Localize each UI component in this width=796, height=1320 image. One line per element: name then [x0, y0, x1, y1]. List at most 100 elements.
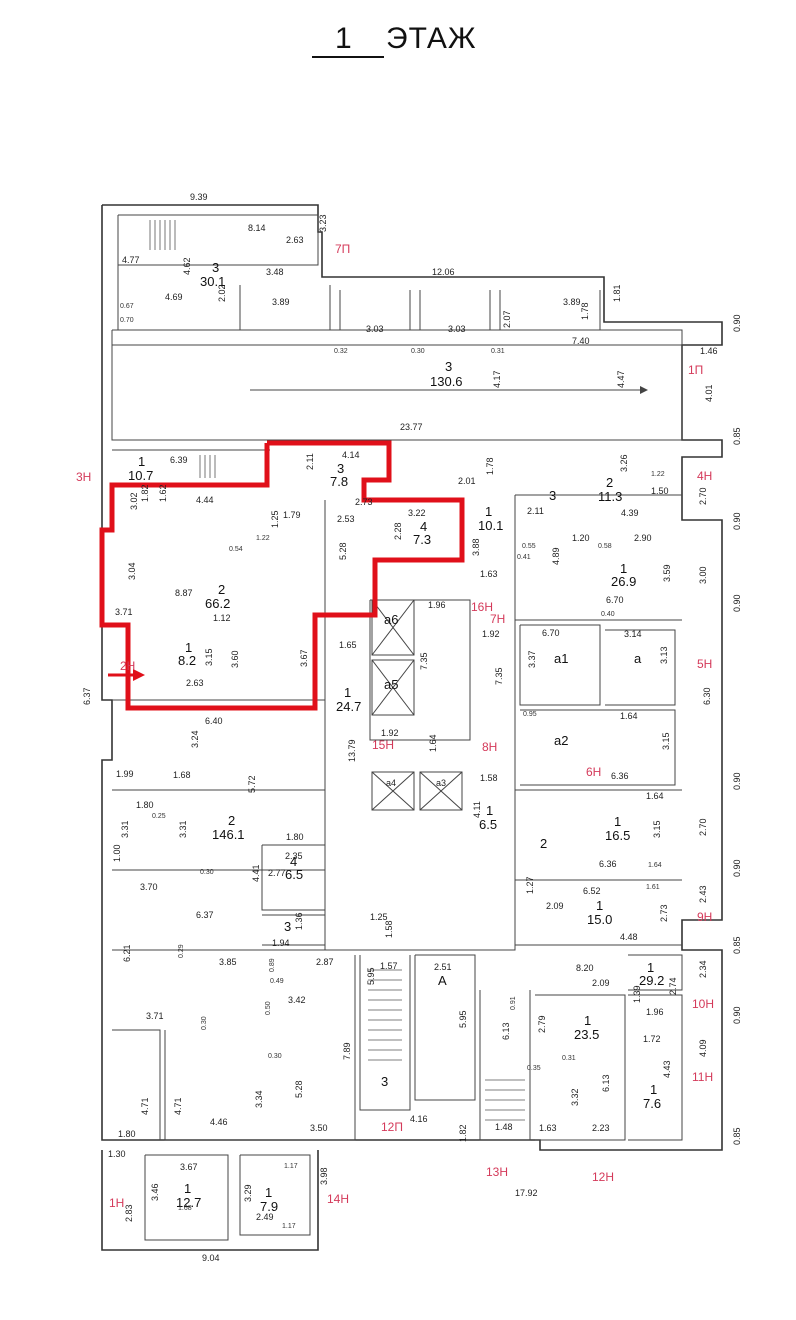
dimension: 3.31 [120, 820, 130, 838]
elevator-shaft [371, 659, 415, 716]
dimension: 2.83 [124, 1204, 134, 1222]
dimension: 1.20 [572, 533, 590, 543]
dimension: 0.95 [523, 711, 537, 718]
partition [164, 955, 356, 1141]
dimension: 12.06 [432, 267, 455, 277]
room-number: 1 [486, 803, 493, 818]
dimension: 0.55 [522, 543, 536, 550]
room-letter: a1 [554, 651, 568, 666]
dimension: 2.77 [268, 868, 286, 878]
dimension: 6.13 [601, 1074, 611, 1092]
dimension: 4.11 [472, 801, 482, 818]
room-number: 1 [620, 561, 627, 576]
dimension: 3.48 [266, 267, 284, 277]
dimension: 5.28 [338, 542, 348, 560]
dimension: 6.30 [702, 687, 712, 705]
dimension: 6.21 [122, 944, 132, 962]
dimension: 4.89 [551, 547, 561, 565]
premises-label: 1Н [109, 1196, 124, 1210]
room-a2 [520, 709, 676, 786]
dimension: 3.04 [127, 562, 137, 580]
room-area: 16.5 [605, 828, 630, 843]
dimension: 1.58 [384, 920, 394, 938]
room-number: 3 [284, 919, 291, 934]
room-area: 10.1 [478, 518, 503, 533]
dimension: 0.89 [269, 958, 276, 972]
dimension: 5.95 [458, 1010, 468, 1028]
premises-label: 14Н [327, 1192, 349, 1206]
dimension: 1.80 [136, 800, 154, 810]
premises-label: 5Н [697, 657, 712, 671]
dimension: 3.37 [527, 650, 537, 668]
dimension: 0.49 [270, 978, 284, 985]
elevator-cross [419, 771, 463, 811]
room-area: 10.7 [128, 468, 153, 483]
dimension: 1.25 [370, 912, 388, 922]
dimension: 3.29 [243, 1184, 253, 1202]
dimension: 6.13 [501, 1022, 511, 1040]
dimension: 3.89 [272, 297, 290, 307]
room-number: 2 [218, 582, 225, 597]
dimension: 3.46 [150, 1183, 160, 1201]
dimension: 3.03 [448, 324, 466, 334]
stair-a [414, 954, 476, 1101]
dimension: 0.90 [732, 512, 742, 530]
dimension: 2.53 [337, 514, 355, 524]
room-number: 3 [549, 488, 556, 503]
dimension: 4.01 [704, 384, 714, 402]
elevator-cross [371, 659, 415, 716]
premises-labels: 7П 1П 3Н 4Н 2Н 5Н 16Н 7Н 15Н 8Н 6Н 9Н 10… [76, 242, 714, 1210]
dimension: 2.51 [434, 962, 452, 972]
dimension: 4.47 [616, 370, 626, 388]
corridor-arrow-head [640, 386, 648, 394]
dimension: 0.50 [265, 1001, 272, 1015]
dimension: 2.07 [502, 310, 512, 328]
dimension: 0.67 [120, 303, 134, 310]
dimension: 0.70 [120, 317, 134, 324]
floor-underline [312, 56, 384, 58]
dimension: 13.79 [347, 739, 357, 762]
room-area: 6.5 [479, 817, 497, 832]
highlighted-premises-outline[interactable] [99, 440, 465, 711]
room-29-2 [628, 954, 683, 991]
room-7-9 [239, 1154, 311, 1236]
dimension: 3.32 [570, 1088, 580, 1106]
dimension: 0.40 [601, 611, 615, 618]
dimension: 1.64 [428, 734, 438, 752]
dimension: 5.28 [294, 1080, 304, 1098]
premises-label: 7П [335, 242, 350, 256]
room-number: 1 [185, 640, 192, 655]
room-number: 3 [381, 1074, 388, 1089]
room-number: 1 [596, 898, 603, 913]
dimension: 6.36 [599, 859, 617, 869]
dimension: 0.30 [200, 869, 214, 876]
room-area: 11.3 [598, 489, 622, 504]
dimension: 4.46 [210, 1117, 228, 1127]
dimension: 4.39 [621, 508, 639, 518]
dimension: 1.62 [158, 484, 168, 502]
outer-wall-line [101, 204, 723, 1151]
room-area: 23.5 [574, 1027, 599, 1042]
room-12-7 [144, 1154, 229, 1241]
dimension: 9.04 [202, 1253, 220, 1263]
stair-12p [359, 955, 411, 1111]
dimension: 0.85 [732, 1127, 742, 1145]
dimension: 0.85 [732, 936, 742, 954]
dimension: 4.48 [620, 932, 638, 942]
dimension: 1.82 [458, 1124, 468, 1142]
room-area: 66.2 [205, 596, 230, 611]
dimension: 3.15 [204, 648, 214, 666]
dimension: 1.61 [646, 884, 660, 891]
dimension: 1.64 [648, 862, 662, 869]
dimension: 3.89 [563, 297, 581, 307]
dimension: 3.50 [310, 1123, 328, 1133]
premises-label: 7Н [490, 612, 505, 626]
dimension: 8.20 [576, 963, 594, 973]
room-number: 2 [540, 836, 547, 851]
room-23-5 [535, 994, 626, 1141]
dimension: 3.15 [661, 732, 671, 750]
dimension: 2.11 [527, 506, 544, 516]
dimension: 17.92 [515, 1188, 538, 1198]
premises-label: 15Н [372, 738, 394, 752]
dimension: 2.01 [458, 476, 476, 486]
